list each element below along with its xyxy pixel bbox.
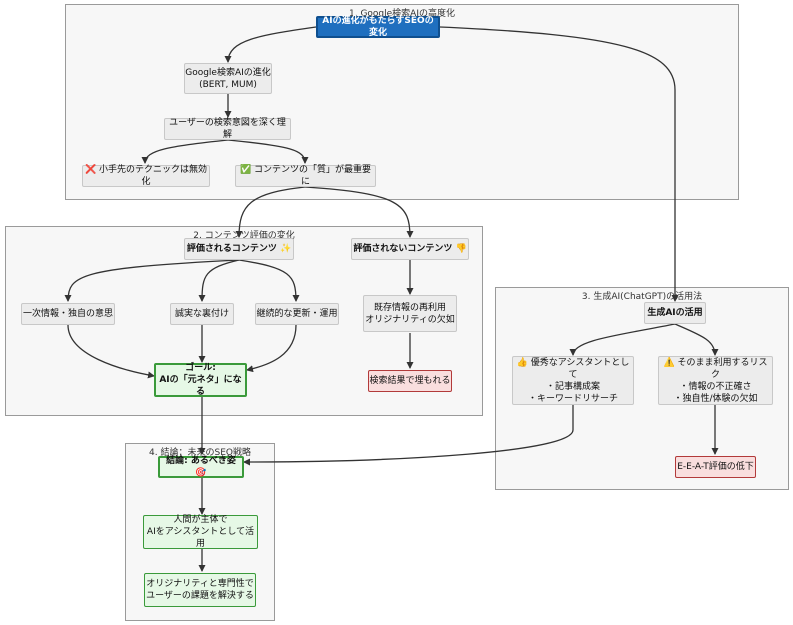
edge-assistant-conclusion [243, 405, 574, 466]
node-eeat: E-E-A-T評価の低下 [675, 456, 756, 478]
node-not-valued: 評価されないコンテンツ 👎 [351, 238, 469, 260]
edge-valued-evidence [198, 259, 240, 302]
edge-primary-goal [67, 324, 155, 379]
node-quality: ✅ コンテンツの「質」が最重要に [235, 165, 376, 187]
node-risk: ⚠️ そのまま利用するリスク ・情報の不正確さ ・独自性/体験の欠如 [658, 356, 773, 405]
edge-genai-risk [674, 323, 719, 356]
node-human: 人間が主体で AIをアシスタントとして活用 [143, 515, 258, 549]
node-valued: 評価されるコンテンツ ✨ [184, 238, 294, 260]
node-evidence: 誠実な裏付け [170, 303, 234, 325]
edge-valued-primary [64, 259, 240, 302]
edge-quality-notvalued [304, 186, 414, 238]
node-primary-info: 一次情報・独自の意思 [21, 303, 115, 325]
node-buried: 検索結果で埋もれる [368, 370, 452, 392]
node-assistant: 👍 優秀なアシスタントとして ・記事構成案 ・キーワードリサーチ [512, 356, 634, 405]
edge-intent-tricks [141, 139, 229, 164]
node-conclusion: 結論: あるべき姿 🎯 [158, 456, 244, 478]
edge-root-evolution [224, 26, 317, 63]
node-root: AIの進化がもたらすSEOの変化 [316, 16, 440, 38]
edge-genai-assistant [569, 323, 676, 356]
edge-valued-updates [238, 259, 300, 302]
node-evolution: Google検索AIの進化 (BERT, MUM) [184, 63, 272, 94]
edge-intent-quality [227, 139, 309, 164]
node-solve: オリジナリティと専門性で ユーザーの課題を解決する [144, 573, 256, 607]
edge-updates-goal [246, 324, 297, 373]
node-goal: ゴール: AIの「元ネタ」になる [154, 363, 247, 397]
node-genai-use: 生成AIの活用 [644, 302, 706, 324]
node-reuse: 既存情報の再利用 オリジナリティの欠如 [363, 295, 457, 332]
cluster-title: 1. Google検索AIの高度化 [349, 9, 455, 19]
cluster-title: 3. 生成AI(ChatGPT)の活用法 [581, 292, 703, 302]
node-updates: 継続的な更新・運用 [255, 303, 339, 325]
edge-quality-valued [235, 186, 306, 238]
node-intent: ユーザーの検索意図を深く理解 [164, 118, 291, 140]
edge-root-genai [439, 26, 679, 302]
cluster-title: 2. コンテンツ評価の変化 [193, 231, 295, 241]
node-tricks: ❌ 小手先のテクニックは無効化 [82, 165, 210, 187]
